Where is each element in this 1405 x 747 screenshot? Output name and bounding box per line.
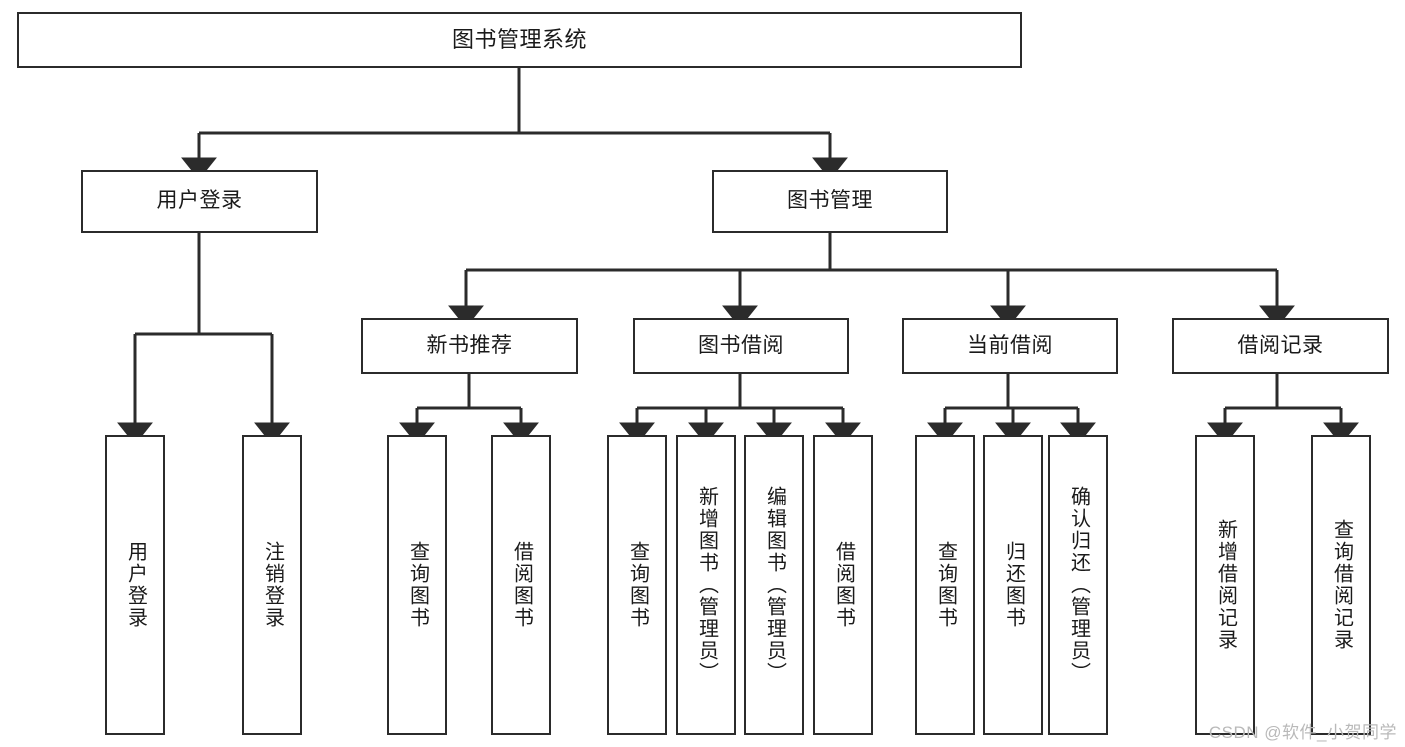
node-leaf-query-book-1-label: 查询图书: [406, 541, 429, 629]
node-leaf-edit-book-label: 编辑图书（管理员）: [763, 486, 786, 684]
node-book-borrow[interactable]: 图书借阅: [633, 318, 849, 374]
node-leaf-add-book-label: 新增图书（管理员）: [695, 486, 718, 684]
node-leaf-confirm-return-label: 确认归还（管理员）: [1067, 486, 1090, 684]
node-current-borrow[interactable]: 当前借阅: [902, 318, 1118, 374]
node-leaf-user-login-label: 用户登录: [124, 541, 147, 629]
node-leaf-query-book-3[interactable]: 查询图书: [915, 435, 975, 735]
node-root[interactable]: 图书管理系统: [17, 12, 1022, 68]
node-user-login-label: 用户登录: [156, 189, 243, 213]
node-current-borrow-label: 当前借阅: [967, 333, 1053, 357]
node-leaf-edit-book[interactable]: 编辑图书（管理员）: [744, 435, 804, 735]
node-leaf-borrow-book-2[interactable]: 借阅图书: [813, 435, 873, 735]
node-leaf-borrow-book-1-label: 借阅图书: [510, 541, 533, 629]
node-leaf-add-record[interactable]: 新增借阅记录: [1195, 435, 1255, 735]
node-leaf-borrow-book-2-label: 借阅图书: [832, 541, 855, 629]
node-leaf-user-logout[interactable]: 注销登录: [242, 435, 302, 735]
node-new-book-recommend[interactable]: 新书推荐: [361, 318, 578, 374]
node-borrow-record[interactable]: 借阅记录: [1172, 318, 1389, 374]
node-borrow-record-label: 借阅记录: [1237, 333, 1324, 357]
node-leaf-user-login[interactable]: 用户登录: [105, 435, 165, 735]
node-root-label: 图书管理系统: [451, 27, 587, 53]
node-leaf-add-record-label: 新增借阅记录: [1214, 519, 1237, 651]
node-leaf-add-book[interactable]: 新增图书（管理员）: [676, 435, 736, 735]
node-book-borrow-label: 图书借阅: [698, 333, 784, 357]
node-leaf-query-book-3-label: 查询图书: [934, 541, 957, 629]
node-book-management-label: 图书管理: [787, 189, 873, 213]
node-leaf-borrow-book-1[interactable]: 借阅图书: [491, 435, 551, 735]
node-leaf-query-record-label: 查询借阅记录: [1330, 519, 1353, 651]
node-new-book-recommend-label: 新书推荐: [426, 333, 513, 357]
node-leaf-query-book-2[interactable]: 查询图书: [607, 435, 667, 735]
node-leaf-confirm-return[interactable]: 确认归还（管理员）: [1048, 435, 1108, 735]
node-book-management[interactable]: 图书管理: [712, 170, 948, 233]
watermark-text: CSDN @软件_小贺同学: [1208, 723, 1397, 742]
node-leaf-query-book-2-label: 查询图书: [626, 541, 649, 629]
node-user-login[interactable]: 用户登录: [81, 170, 318, 233]
node-leaf-return-book[interactable]: 归还图书: [983, 435, 1043, 735]
node-leaf-return-book-label: 归还图书: [1002, 541, 1025, 629]
node-leaf-user-logout-label: 注销登录: [261, 541, 284, 629]
node-leaf-query-record[interactable]: 查询借阅记录: [1311, 435, 1371, 735]
node-leaf-query-book-1[interactable]: 查询图书: [387, 435, 447, 735]
